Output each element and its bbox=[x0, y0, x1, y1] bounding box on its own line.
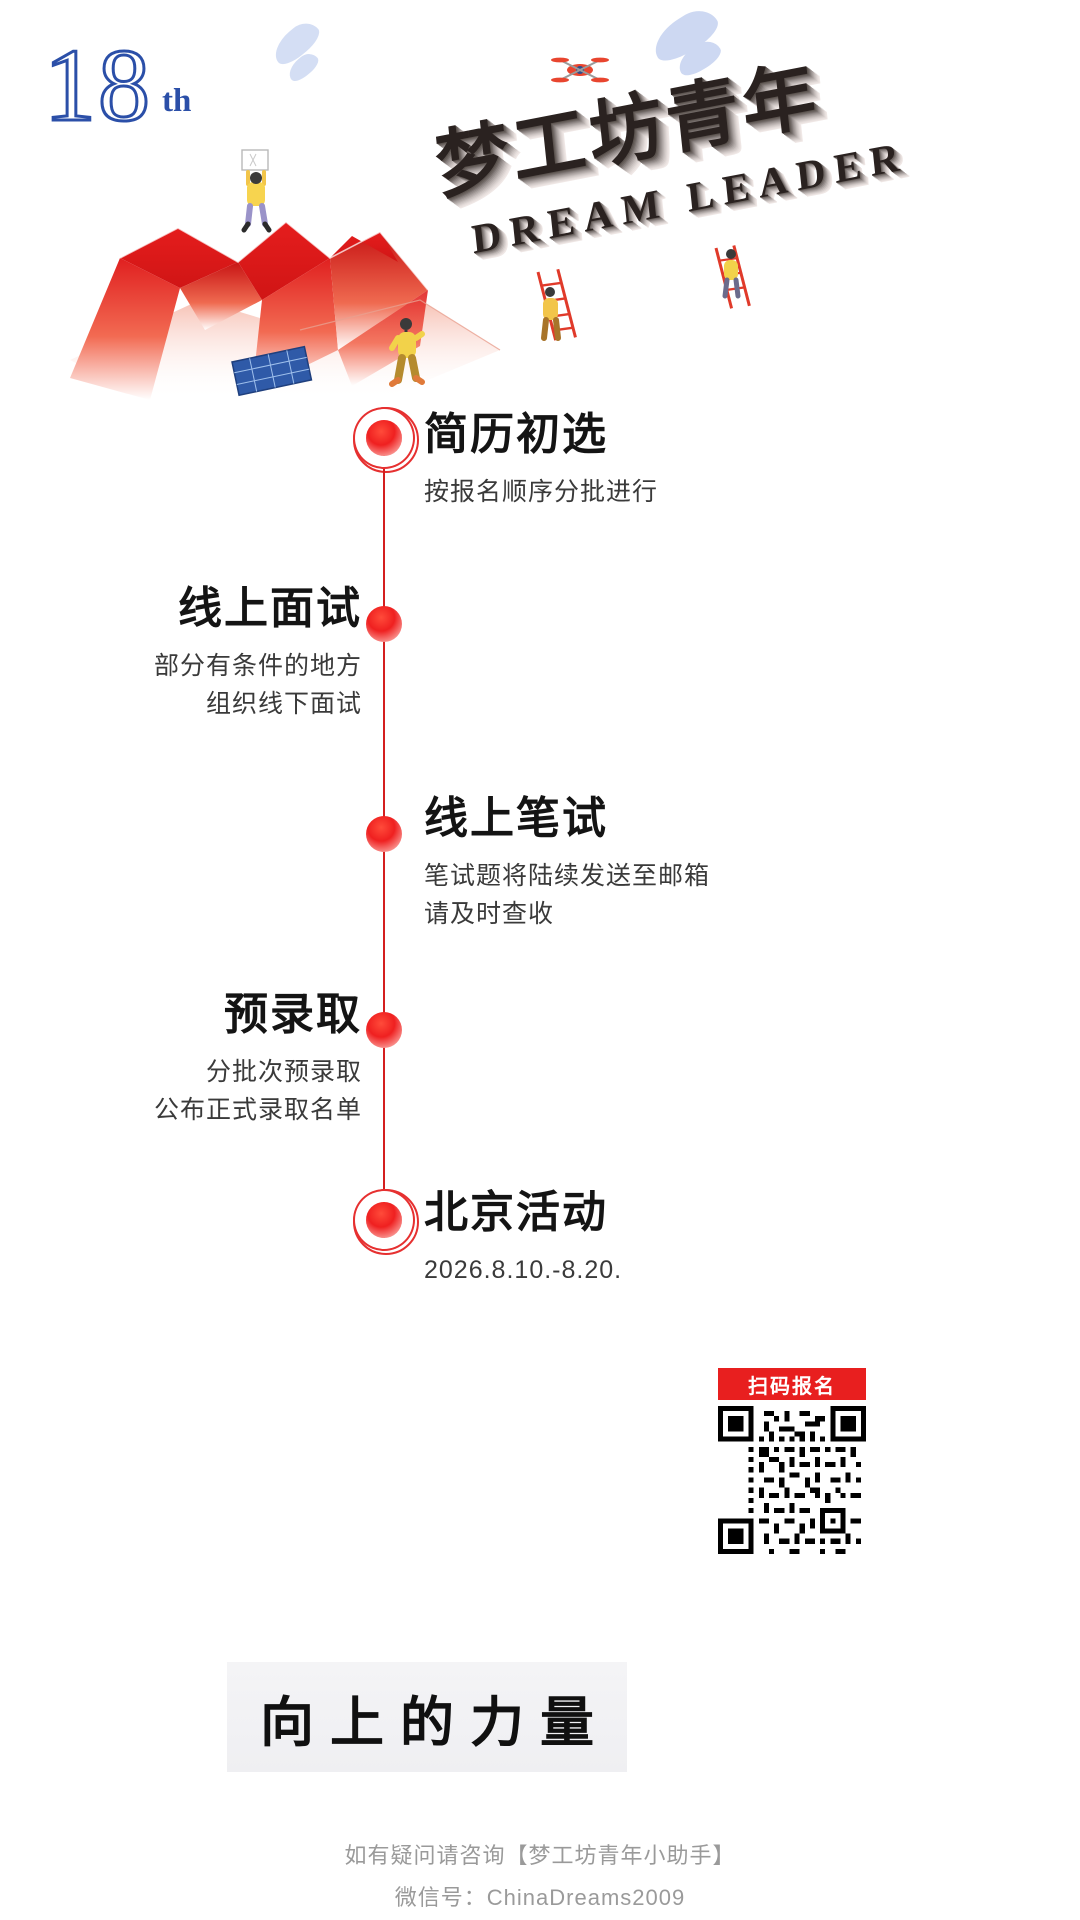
timeline-content: 线上面试 部分有条件的地方 组织线下面试 bbox=[154, 584, 362, 723]
timeline-description: 2026.8.10.-8.20. bbox=[424, 1251, 622, 1289]
person-on-ladder-icon bbox=[722, 249, 741, 299]
timeline-description: 分批次预录取 公布正式录取名单 bbox=[154, 1053, 362, 1129]
timeline-content: 简历初选 按报名顺序分批进行 bbox=[424, 410, 658, 511]
timeline-marker-icon bbox=[353, 1189, 419, 1255]
anniversary-suffix: th bbox=[162, 82, 192, 119]
anniversary-number: 18 bbox=[43, 28, 152, 143]
qr-registration-block[interactable]: 扫码报名 bbox=[718, 1368, 866, 1559]
poster-footer: 向上的力量 bbox=[0, 1640, 1080, 1920]
slogan-banner: 向上的力量 bbox=[227, 1662, 627, 1772]
person-walking-icon bbox=[389, 318, 425, 387]
timeline-description-line: 按报名顺序分批进行 bbox=[424, 478, 659, 507]
timeline-date: 2026.8.10.-8.20. bbox=[424, 1256, 623, 1285]
timeline-title: 线上面试 bbox=[178, 584, 362, 633]
slogan-text: 向上的力量 bbox=[260, 1692, 610, 1753]
timeline-title: 简历初选 bbox=[424, 410, 608, 459]
timeline-description-line: 公布正式录取名单 bbox=[153, 1096, 362, 1125]
timeline-marker-icon bbox=[353, 407, 419, 473]
timeline-title: 北京活动 bbox=[424, 1188, 608, 1237]
timeline-marker-icon bbox=[366, 816, 402, 852]
timeline-description: 部分有条件的地方 组织线下面试 bbox=[154, 647, 362, 723]
timeline-marker-icon bbox=[366, 606, 402, 642]
person-on-ladder-icon bbox=[541, 287, 561, 341]
timeline-description-line: 请及时查收 bbox=[424, 900, 555, 929]
wechat-id-line: 微信号：ChinaDreams2009 bbox=[394, 1885, 686, 1910]
timeline-description-line: 组织线下面试 bbox=[205, 690, 362, 719]
timeline-title: 线上笔试 bbox=[424, 794, 608, 843]
timeline-title: 预录取 bbox=[224, 990, 362, 1039]
timeline-marker-icon bbox=[366, 1012, 402, 1048]
drone-icon bbox=[551, 57, 609, 83]
contact-helper-line: 如有疑问请咨询【梦工坊青年小助手】 bbox=[344, 1843, 736, 1868]
timeline-content: 北京活动 2026.8.10.-8.20. bbox=[424, 1188, 622, 1289]
solar-panel-icon bbox=[231, 345, 313, 397]
person-climbing-icon bbox=[241, 149, 272, 233]
qr-caption: 扫码报名 bbox=[718, 1368, 866, 1400]
timeline-content: 线上笔试 笔试题将陆续发送至邮箱 请及时查收 bbox=[424, 794, 710, 933]
timeline-description-line: 分批次预录取 bbox=[205, 1058, 362, 1087]
timeline-description: 笔试题将陆续发送至邮箱 请及时查收 bbox=[424, 857, 710, 933]
timeline-description: 按报名顺序分批进行 bbox=[424, 473, 658, 511]
timeline-description-line: 笔试题将陆续发送至邮箱 bbox=[424, 862, 711, 891]
hero-illustration bbox=[0, 0, 1080, 420]
recruitment-timeline: 简历初选 按报名顺序分批进行 线上面试 部分有条件的地方 组织线下面试 线上笔试… bbox=[0, 407, 1080, 1610]
timeline-description-line: 部分有条件的地方 bbox=[153, 652, 362, 681]
anniversary-badge: 18 th bbox=[43, 28, 192, 143]
qr-code-image[interactable] bbox=[718, 1406, 866, 1554]
mountain-graphic-icon bbox=[70, 57, 751, 400]
timeline-content: 预录取 分批次预录取 公布正式录取名单 bbox=[154, 990, 362, 1129]
